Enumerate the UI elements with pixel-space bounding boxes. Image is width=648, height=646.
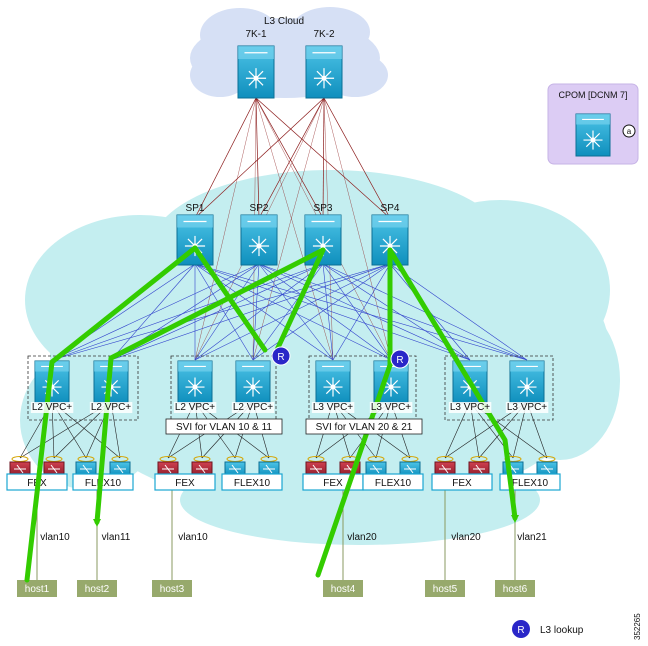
host-6: host6 <box>495 580 535 597</box>
spine-label: SP1 <box>186 203 205 214</box>
leaf-switch-5-icon <box>315 360 351 404</box>
leaf-label: L3 VPC+ <box>313 402 353 413</box>
core-switch-label: 7K-1 <box>245 29 267 40</box>
flex10-pair-icon: FLEX10 <box>72 456 134 491</box>
l3-router-marker: R <box>390 349 410 369</box>
fex-pair-icon: FEX <box>431 456 493 491</box>
path-arrowhead <box>511 515 519 523</box>
green-traffic-path <box>24 245 198 583</box>
l3-cloud: L3 Cloud <box>190 7 388 98</box>
svi-label-box: SVI for VLAN 20 & 21 <box>305 418 423 435</box>
host-label: host5 <box>433 584 458 595</box>
leaf-label: L2 VPC+ <box>175 402 215 413</box>
host-1: host1 <box>17 580 57 597</box>
traffic-paths <box>24 245 519 583</box>
host-label: host6 <box>503 584 528 595</box>
fex-pair-icon: FEX <box>154 456 216 491</box>
svg-text:SVI for VLAN 20 & 21: SVI for VLAN 20 & 21 <box>316 422 413 433</box>
svi-label-box: SVI for VLAN 10 & 11 <box>165 418 283 435</box>
spine-label: SP4 <box>381 203 400 214</box>
vlan-label: vlan20 <box>347 532 377 543</box>
leaf-label: L2 VPC+ <box>32 402 72 413</box>
leaf-switch-3-icon <box>177 360 213 404</box>
spine-label: SP2 <box>250 203 269 214</box>
vpc-pair-boxes <box>27 355 554 421</box>
flex10-pair-icon: FLEX10 <box>362 456 424 491</box>
core-switch-1-icon <box>237 45 275 99</box>
l3-router-marker: R <box>271 346 291 366</box>
green-traffic-path <box>387 247 518 521</box>
path-arrowhead <box>93 519 101 527</box>
figure-id: 352265 <box>633 613 642 640</box>
vlan-label: vlan10 <box>40 532 70 543</box>
cpom-switch-icon <box>575 113 611 157</box>
leaf-label: L3 VPC+ <box>371 402 411 413</box>
flex10-pair-icon: FLEX10 <box>221 456 283 491</box>
fex-label: FLEX10 <box>85 478 122 489</box>
svg-text:SVI for VLAN 10 & 11: SVI for VLAN 10 & 11 <box>176 422 272 433</box>
host-5: host5 <box>425 580 465 597</box>
vlan-label: vlan21 <box>517 532 547 543</box>
legend-label: L3 lookup <box>540 625 584 636</box>
cloud-title: L3 Cloud <box>264 16 304 27</box>
leaf-switch-8-icon <box>509 360 545 404</box>
vlan-label: vlan11 <box>102 532 131 543</box>
spine-2-icon <box>240 214 278 266</box>
host-label: host3 <box>160 584 185 595</box>
fex-label: FLEX10 <box>234 478 271 489</box>
leaf-switch-4-icon <box>235 360 271 404</box>
fex-label: FEX <box>452 478 472 489</box>
leaf-label: L3 VPC+ <box>450 402 490 413</box>
fex-label: FEX <box>175 478 195 489</box>
leaf-label: L3 VPC+ <box>507 402 547 413</box>
core-switch-2-icon <box>305 45 343 99</box>
cpom-title: CPOM [DCNM 7] <box>558 90 627 100</box>
cpom-badge: a <box>622 124 636 138</box>
vlan-label: vlan20 <box>451 532 481 543</box>
vlan-label: vlan10 <box>178 532 208 543</box>
host-2: host2 <box>77 580 117 597</box>
green-traffic-path <box>315 247 393 578</box>
fex-label: FLEX10 <box>375 478 412 489</box>
svg-text:R: R <box>517 625 524 636</box>
fex-label: FLEX10 <box>512 478 549 489</box>
host-label: host2 <box>85 584 110 595</box>
host-label: host4 <box>331 584 356 595</box>
legend: R L3 lookup <box>512 620 584 638</box>
host-3: host3 <box>152 580 192 597</box>
green-traffic-path <box>273 247 326 355</box>
svg-text:a: a <box>627 127 632 136</box>
leaf-label: L2 VPC+ <box>91 402 131 413</box>
l3-lookup-markers: R R R L3 lookup <box>271 346 584 638</box>
core-switch-label: 7K-2 <box>313 29 335 40</box>
spine-label: SP3 <box>314 203 333 214</box>
host-label: host1 <box>25 584 50 595</box>
fex-label: FEX <box>323 478 343 489</box>
green-traffic-path <box>94 247 326 525</box>
host-4: host4 <box>323 580 363 597</box>
svg-text:R: R <box>277 352 284 363</box>
svg-text:R: R <box>396 355 403 366</box>
leaf-label: L2 VPC+ <box>233 402 273 413</box>
